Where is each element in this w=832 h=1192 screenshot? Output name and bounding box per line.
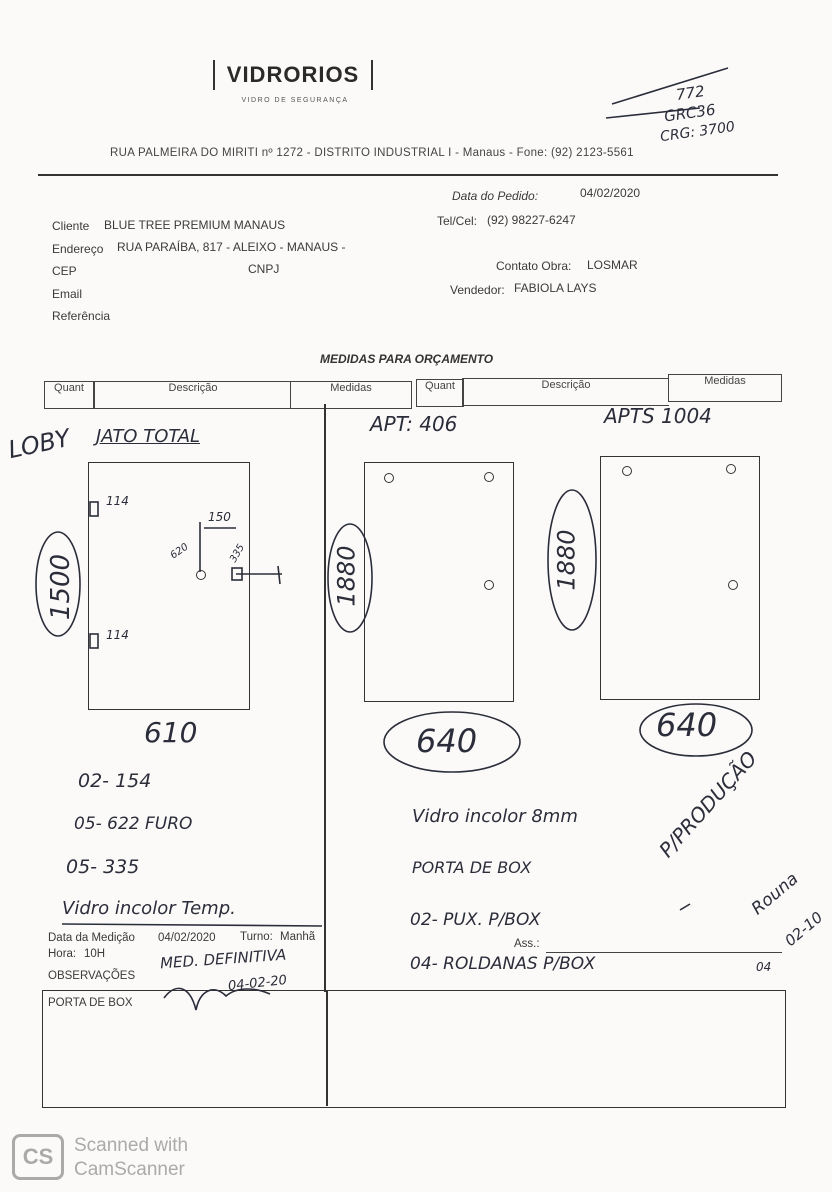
hinge-bottom [89,633,99,649]
note-right-3: 02- PUX. P/BOX [410,910,541,930]
col-quant-left: Quant [44,381,94,409]
cnpj-label: CNPJ [248,262,280,276]
order-date-label: Data do Pedido: [452,189,539,203]
cep-label: CEP [52,264,77,278]
company-tagline: VIDRO DE SEGURANÇA [241,97,349,104]
ass-label: Ass.: [514,938,540,950]
observations-box [42,990,786,1108]
hole-marker [728,580,738,590]
corner-strike [605,107,701,119]
note-right-1: Vidro incolor 8mm [412,806,578,827]
address-value: RUA PARAÍBA, 817 - ALEIXO - MANAUS - [117,240,346,254]
seller-label: Vendedor: [450,283,505,297]
width-oval-apt-406 [383,711,521,773]
panel-apt-406 [364,462,514,702]
company-logo: VIDRORIOS [213,60,373,90]
col-medidas-left: Medidas [290,381,412,409]
col-medidas-right: Medidas [668,374,782,402]
company-address: RUA PALMEIRA DO MIRITI nº 1272 - DISTRIT… [110,147,634,159]
camscanner-text: Scanned with CamScanner [74,1134,188,1182]
phone-value: (92) 98227-6247 [487,213,576,227]
label-apt-406: APT: 406 [370,412,458,436]
contact-label: Contato Obra: [496,259,572,273]
note-left-4: Vidro incolor Temp. [62,898,236,919]
mark-114-bottom: 114 [106,628,129,642]
signature-scribble [163,987,271,1011]
measure-shift-value: Manhã [280,931,316,943]
height-oval-apt-406 [327,523,373,633]
note-left-2: 05- 622 FURO [74,814,193,834]
table-header: Quant Descrição Medidas Quant Descrição … [44,374,782,409]
note-right-2: PORTA DE BOX [412,858,532,877]
note-left-3: 05- 335 [66,856,140,878]
height-oval-loby [35,531,81,637]
table-column-divider [324,404,326,992]
production-stroke [679,903,691,911]
client-value: BLUE TREE PREMIUM MANAUS [104,218,286,232]
col-quant-right: Quant [416,379,464,407]
note-left-1: 02- 154 [78,770,152,792]
width-apt-1004: 640 [656,706,718,744]
section-title: MEDIDAS PARA ORÇAMENTO [320,352,494,366]
col-descricao-right: Descrição [462,378,669,406]
observations-divider [326,990,328,1106]
hole-marker [384,473,394,483]
label-apts-1004: APTS 1004 [604,404,712,428]
dimension-tick [277,565,281,585]
observacoes-label: OBSERVAÇÕES [48,970,136,982]
camscanner-line2: CamScanner [74,1159,185,1180]
mark-114-top: 114 [106,494,129,508]
hole-marker [484,580,494,590]
mark-150: 150 [208,510,231,524]
hole-marker [196,570,206,580]
address-label: Endereço [52,242,104,256]
width-oval-apt-1004 [639,703,753,757]
measure-shift-label: Turno: [240,931,273,943]
panel-loby [88,462,250,710]
camscanner-line1: Scanned with [74,1135,189,1156]
label-jato-total: JATO TOTAL [96,426,201,447]
hole-marker [484,472,494,482]
height-oval-apt-1004 [547,489,597,631]
hole-marker [622,466,632,476]
contact-value: LOSMAR [587,258,638,272]
phone-label: Tel/Cel: [437,214,478,228]
note-underline [61,923,323,927]
header-divider [38,174,778,176]
measure-date-label: Data da Medição [48,932,135,944]
seller-value: FABIOLA LAYS [514,281,597,295]
note-right-4: 04- ROLDANAS P/BOX [410,954,596,974]
reference-label: Referência [52,309,111,323]
camscanner-logo: CS [12,1134,64,1180]
width-apt-406: 640 [416,722,478,760]
col-descricao-left: Descrição [94,381,291,409]
measure-hour-label: Hora: [48,948,77,960]
observations-value: PORTA DE BOX [48,997,133,1009]
ass-date: 04 [756,960,772,974]
hinge-top [89,501,99,517]
client-label: Cliente [52,219,90,233]
measure-date-value: 04/02/2020 [158,932,216,944]
width-loby: 610 [144,716,198,749]
ass-line [546,952,782,953]
lock-cutout [231,567,243,581]
order-date-value: 04/02/2020 [580,186,641,200]
hole-marker [726,464,736,474]
panel-apt-1004 [600,456,760,700]
measure-hour-value: 10H [84,948,106,960]
email-label: Email [52,287,83,301]
corner-strike [611,67,729,105]
